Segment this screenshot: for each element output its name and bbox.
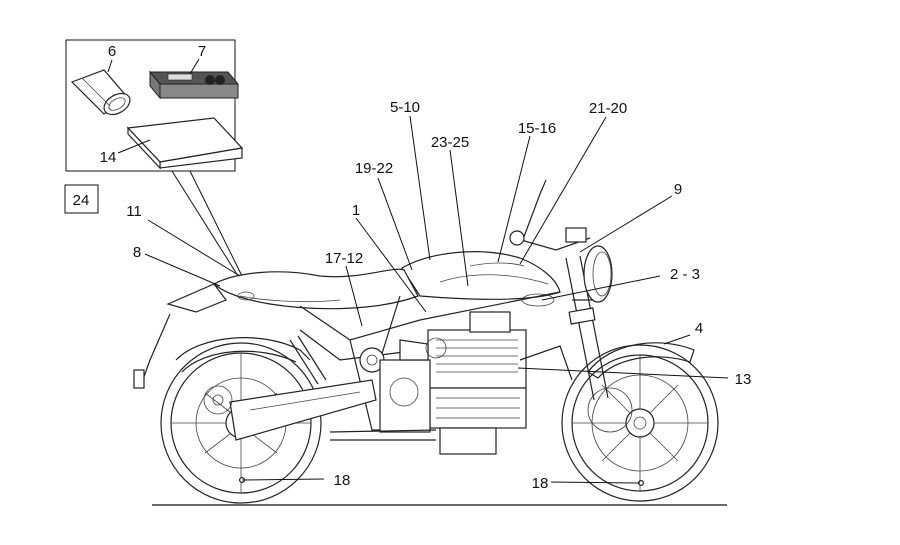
callout-13: 13 [735,371,752,388]
engine [379,311,527,455]
front-wheel [561,344,719,502]
callout-15-16: 15-16 [518,120,556,137]
callout-4: 4 [695,320,703,337]
callout-24-box: 24 [64,184,99,214]
callout-1: 1 [352,202,360,219]
callout-17-12: 17-12 [325,250,363,267]
leader-lines [144,115,729,484]
callout-6: 6 [108,43,116,60]
callout-24: 24 [73,192,90,209]
callout-23-25: 23-25 [431,134,469,151]
callout-9: 9 [674,181,682,198]
callout-2-3: 2 - 3 [670,266,700,283]
item-14-book-icon [126,117,244,170]
callout-5-10: 5-10 [390,99,420,116]
item-6-roll-icon [70,69,131,116]
callout-14: 14 [100,149,117,166]
callout-7: 7 [198,43,206,60]
motorcycle-illustration [133,179,719,504]
callout-8: 8 [133,244,141,261]
callout-19-22: 19-22 [355,160,393,177]
callout-21-20: 21-20 [589,100,627,117]
accessory-inset-box: 6 7 14 [65,39,244,172]
callout-11: 11 [126,203,142,220]
item-7-booklet-icon [148,70,240,100]
callout-18-rear: 18 [334,472,351,489]
callout-18-front: 18 [532,475,549,492]
